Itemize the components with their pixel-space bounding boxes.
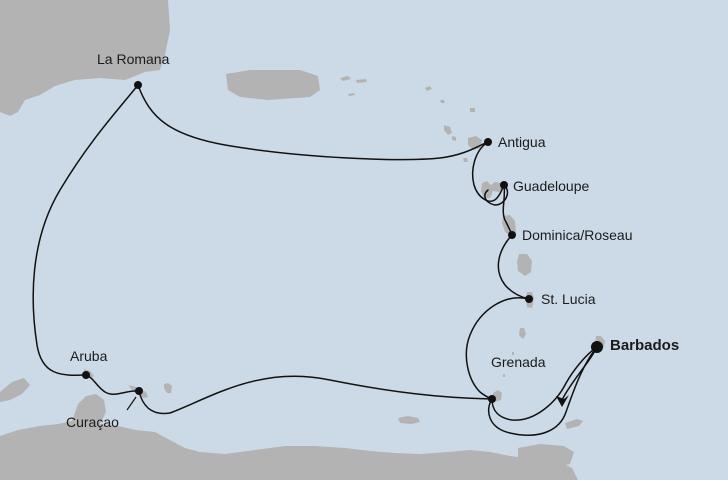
puerto-rico-landmass (226, 70, 320, 100)
marker-aruba (82, 371, 90, 379)
route-direction-arrow (556, 395, 569, 407)
guadeloupe-island (481, 181, 503, 198)
grenadines-islands (503, 352, 514, 377)
label-grenada: Grenada (491, 354, 546, 370)
route-curacao-aruba (85, 374, 140, 395)
route-grenada-barbados-b (488, 346, 598, 436)
label-curacao: Curaçao (66, 414, 119, 430)
hispaniola-landmass (0, 0, 170, 116)
route-barbados-grenada-a (491, 346, 598, 421)
marker-dominica (508, 231, 516, 239)
label-antigua: Antigua (498, 134, 546, 150)
label-la-romana: La Romana (97, 51, 170, 67)
virgin-islands (340, 76, 367, 96)
margarita-island (398, 416, 420, 424)
marker-curacao (135, 387, 143, 395)
marker-guadeloupe (500, 181, 508, 189)
st-vincent-island (519, 328, 526, 339)
marker-barbados (591, 341, 603, 353)
curacao-leader-line (126, 396, 137, 411)
st-kitts-nevis (444, 125, 456, 141)
marker-grenada (488, 395, 496, 403)
route-la-romana-antigua (137, 84, 489, 161)
montserrat-island (463, 158, 468, 162)
antigua-island (468, 108, 482, 150)
route-aruba-la-romana (32, 84, 139, 376)
venezuela-coast (0, 421, 578, 480)
route-guadeloupe-loop (484, 184, 509, 206)
tobago-island (565, 419, 583, 429)
marker-antigua (484, 138, 492, 146)
martinique-island (517, 254, 532, 276)
guajira-coast (0, 378, 30, 402)
route-dominica-st-lucia (497, 234, 530, 300)
label-st-lucia: St. Lucia (541, 291, 596, 307)
bonaire-island (164, 383, 172, 393)
label-aruba: Aruba (70, 348, 108, 364)
label-barbados: Barbados (610, 337, 680, 354)
marker-st-lucia (525, 295, 533, 303)
label-guadeloupe: Guadeloupe (513, 178, 590, 194)
paraguana-peninsula (72, 394, 106, 424)
marker-la-romana (134, 81, 142, 89)
label-dominica: Dominica/Roseau (522, 227, 633, 243)
anguilla-stmartin (425, 86, 445, 103)
route-st-lucia-grenada (465, 297, 530, 400)
trinidad-island (518, 444, 574, 468)
route-grenada-curacao (138, 375, 493, 415)
route-antigua-guadeloupe (471, 141, 505, 202)
